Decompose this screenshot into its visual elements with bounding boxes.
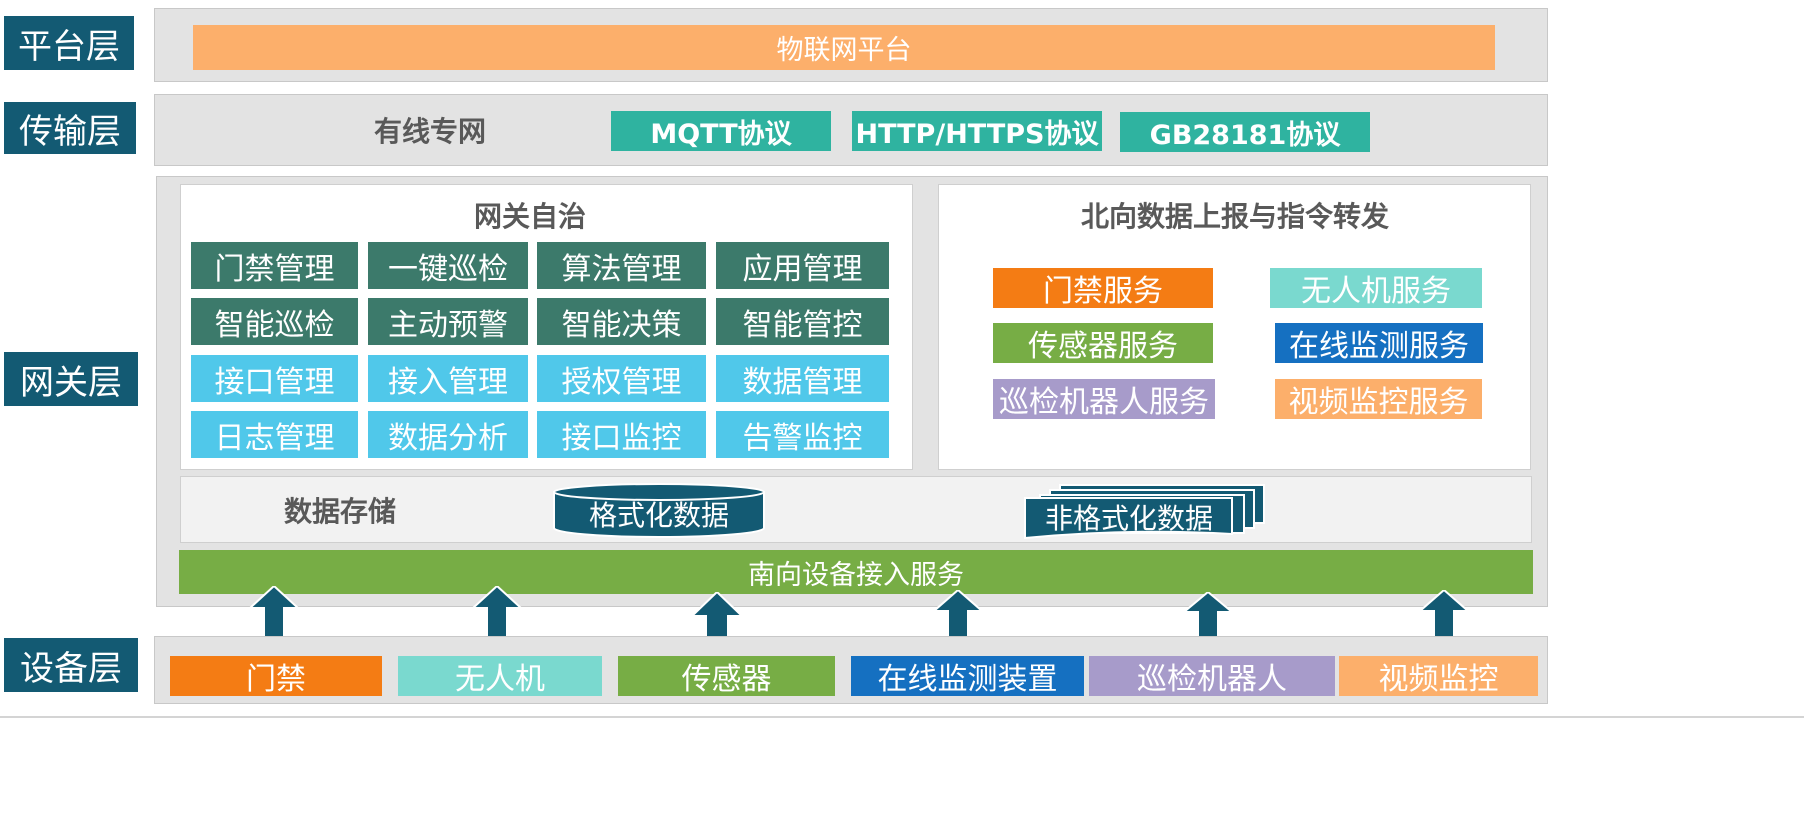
service-online-monitoring: 在线监测服务 [1275,323,1483,364]
autonomy-cell-data-mgmt: 数据管理 [716,355,889,402]
autonomy-cell-smart-inspection: 智能巡检 [191,298,358,345]
structured-data-cylinder-icon [553,483,765,538]
unstructured-data-stack-icon [1024,484,1265,540]
protocol-http-https: HTTP/HTTPS协议 [852,111,1102,151]
autonomy-cell-interface-monitor: 接口监控 [537,411,706,458]
autonomy-title: 网关自治 [473,200,586,233]
autonomy-cell-alarm-monitor: 告警监控 [716,411,889,458]
unstructured-data-label: 非格式化数据 [1044,502,1213,535]
autonomy-cell-application-mgmt: 应用管理 [716,242,889,289]
service-video-surveillance: 视频监控服务 [1275,379,1482,420]
storage-label: 数据存储 [283,495,396,528]
autonomy-cell-authorization-mgmt: 授权管理 [537,355,706,402]
device-drone: 无人机 [398,656,602,697]
protocol-gb28181: GB28181协议 [1120,112,1370,152]
autonomy-cell-smart-control: 智能管控 [716,298,889,345]
bottom-divider [0,716,1804,718]
storage-panel [180,476,1532,543]
device-inspection-robot: 巡检机器人 [1089,656,1335,697]
layer-label-platform: 平台层 [4,16,134,70]
autonomy-cell-access-control-mgmt: 门禁管理 [191,242,358,289]
autonomy-cell-data-analysis: 数据分析 [368,411,528,458]
service-access-control: 门禁服务 [993,268,1213,309]
layer-label-transport: 传输层 [4,102,136,154]
autonomy-cell-active-warning: 主动预警 [368,298,528,345]
layer-label-gateway: 网关层 [4,352,138,406]
north-title: 北向数据上报与指令转发 [1080,200,1389,233]
device-online-monitoring: 在线监测装置 [851,656,1084,697]
up-arrow-icon [690,592,744,660]
autonomy-cell-log-mgmt: 日志管理 [191,411,358,458]
autonomy-cell-algorithm-mgmt: 算法管理 [537,242,706,289]
south-access-service-bar: 南向设备接入服务 [179,550,1533,594]
autonomy-cell-access-mgmt: 接入管理 [368,355,528,402]
wired-private-network-label: 有线专网 [373,115,486,148]
device-access-control: 门禁 [170,656,382,697]
structured-data-label: 格式化数据 [588,499,729,532]
protocol-mqtt: MQTT协议 [611,111,831,151]
service-inspection-robot: 巡检机器人服务 [993,379,1215,420]
layer-label-device: 设备层 [4,638,138,692]
autonomy-cell-one-click-inspection: 一键巡检 [368,242,528,289]
autonomy-cell-interface-mgmt: 接口管理 [191,355,358,402]
device-video-surveillance: 视频监控 [1339,656,1538,697]
service-drone: 无人机服务 [1270,268,1482,309]
autonomy-cell-smart-decision: 智能决策 [537,298,706,345]
iot-platform-bar: 物联网平台 [193,25,1495,70]
service-sensor: 传感器服务 [993,323,1213,364]
device-sensor: 传感器 [618,656,835,697]
